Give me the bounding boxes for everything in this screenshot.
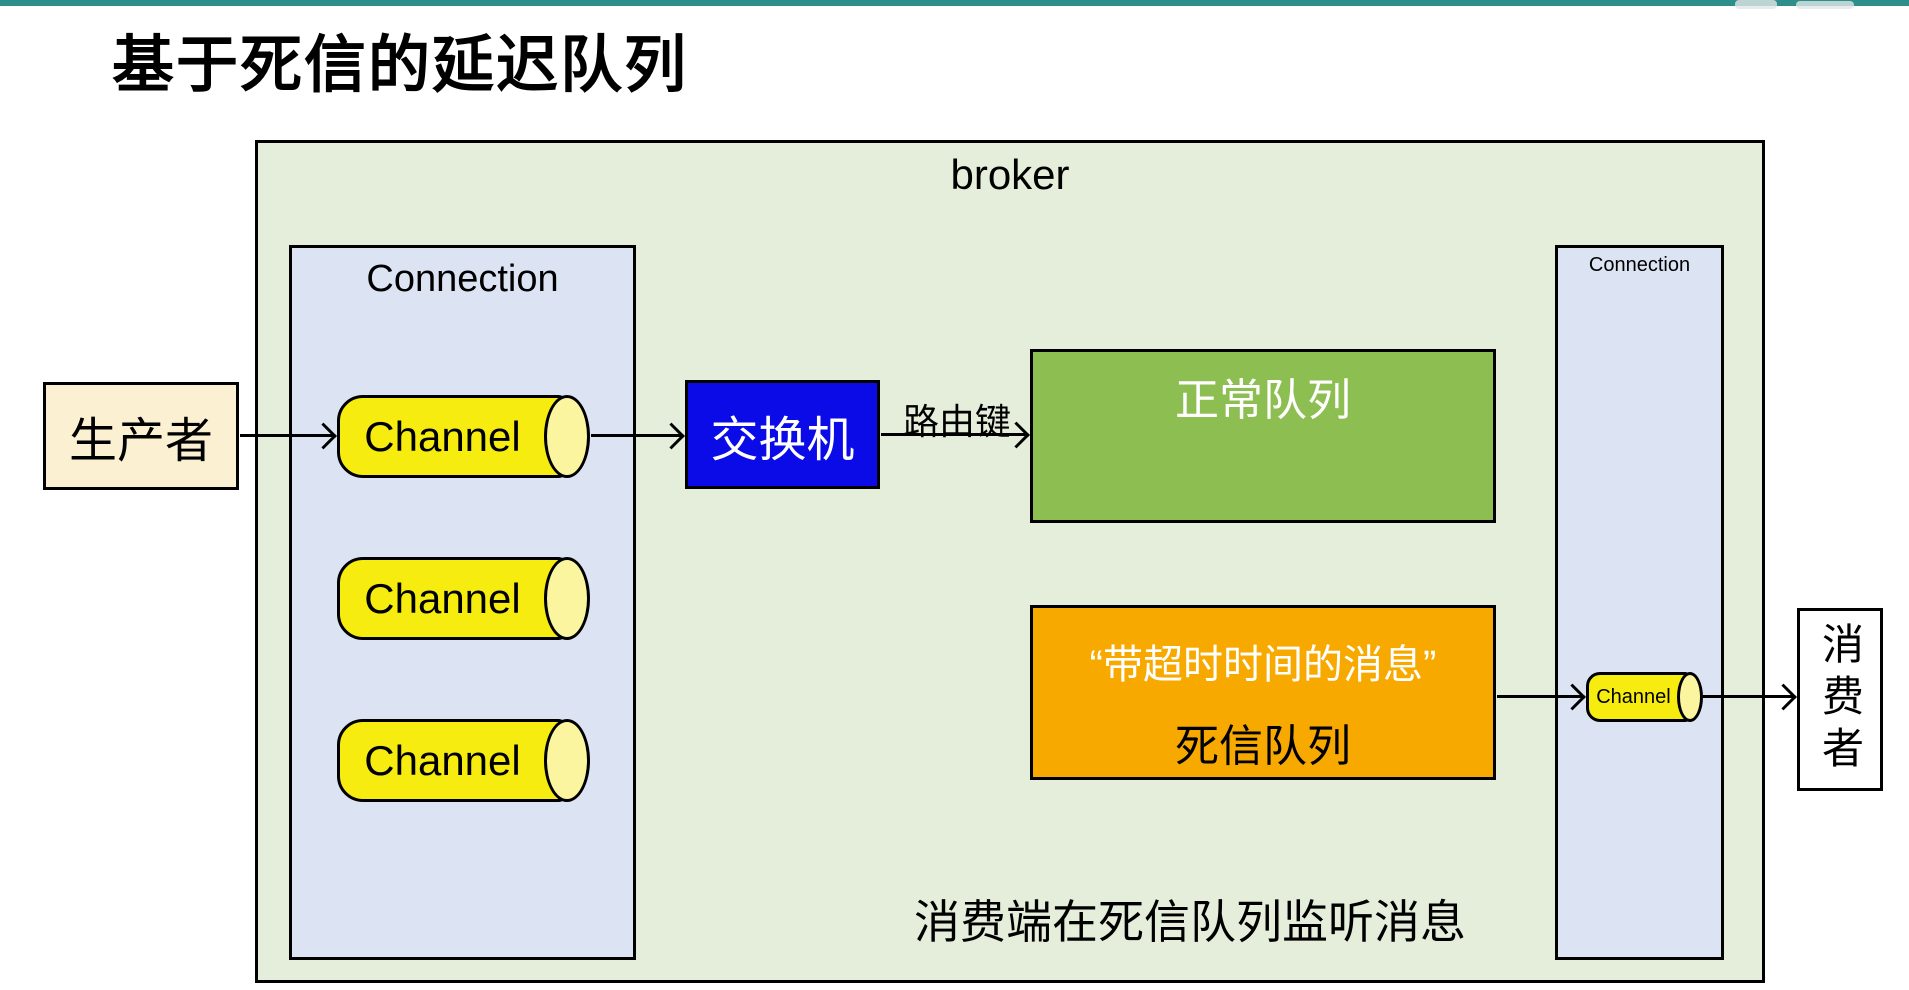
consumer-label: 消费者 bbox=[1816, 621, 1864, 778]
channel-label: Channel bbox=[1596, 685, 1671, 708]
page-title: 基于死信的延迟队列 bbox=[112, 31, 689, 100]
cylinder-body bbox=[337, 719, 568, 802]
right-connection-label: Connection bbox=[1588, 254, 1691, 276]
cylinder-cap bbox=[1677, 672, 1703, 722]
cylinder-body bbox=[337, 557, 568, 640]
channel-cylinder-1: Channel bbox=[337, 395, 590, 478]
dead-letter-queue-label: 死信队列 bbox=[1175, 722, 1351, 771]
top-accent-bar bbox=[0, 0, 1909, 9]
arrow-exchange-to-normal-queue bbox=[881, 433, 1028, 436]
producer-box: 生产者 bbox=[43, 382, 239, 490]
channel-cylinder-3: Channel bbox=[337, 719, 590, 802]
cylinder-body bbox=[1586, 672, 1691, 722]
left-connection-label: Connection bbox=[366, 258, 559, 300]
right-connection-box: Connection bbox=[1555, 245, 1724, 960]
routing-key-label: 路由键 bbox=[903, 401, 1012, 442]
topbar-smudge bbox=[1796, 1, 1854, 9]
dead-letter-queue-quote: “带超时时间的消息” bbox=[1089, 643, 1437, 687]
channel-label: Channel bbox=[364, 736, 521, 784]
exchange-box: 交换机 bbox=[685, 380, 880, 489]
arrow-channel-to-consumer bbox=[1703, 695, 1795, 698]
cylinder-cap bbox=[544, 557, 590, 640]
arrow-producer-to-channel bbox=[240, 434, 335, 437]
broker-label: broker bbox=[950, 151, 1070, 198]
consumer-box: 消费者 bbox=[1797, 608, 1883, 791]
normal-queue-box: 正常队列 bbox=[1030, 349, 1496, 523]
channel-cylinder-2: Channel bbox=[337, 557, 590, 640]
producer-label: 生产者 bbox=[68, 415, 213, 468]
exchange-label: 交换机 bbox=[710, 413, 855, 467]
channel-label: Channel bbox=[364, 574, 521, 622]
dead-letter-queue-box: “带超时时间的消息” 死信队列 bbox=[1030, 605, 1496, 780]
channel-cylinder-right: Channel bbox=[1586, 672, 1703, 722]
topbar-smudge bbox=[1735, 0, 1777, 9]
arrow-channel-to-exchange bbox=[591, 434, 683, 437]
channel-label: Channel bbox=[364, 412, 521, 460]
arrow-dlq-to-channel bbox=[1497, 695, 1584, 698]
cylinder-cap bbox=[544, 395, 590, 478]
broker-note: 消费端在死信队列监听消息 bbox=[914, 896, 1466, 948]
normal-queue-label: 正常队列 bbox=[1175, 376, 1351, 425]
cylinder-cap bbox=[544, 719, 590, 802]
